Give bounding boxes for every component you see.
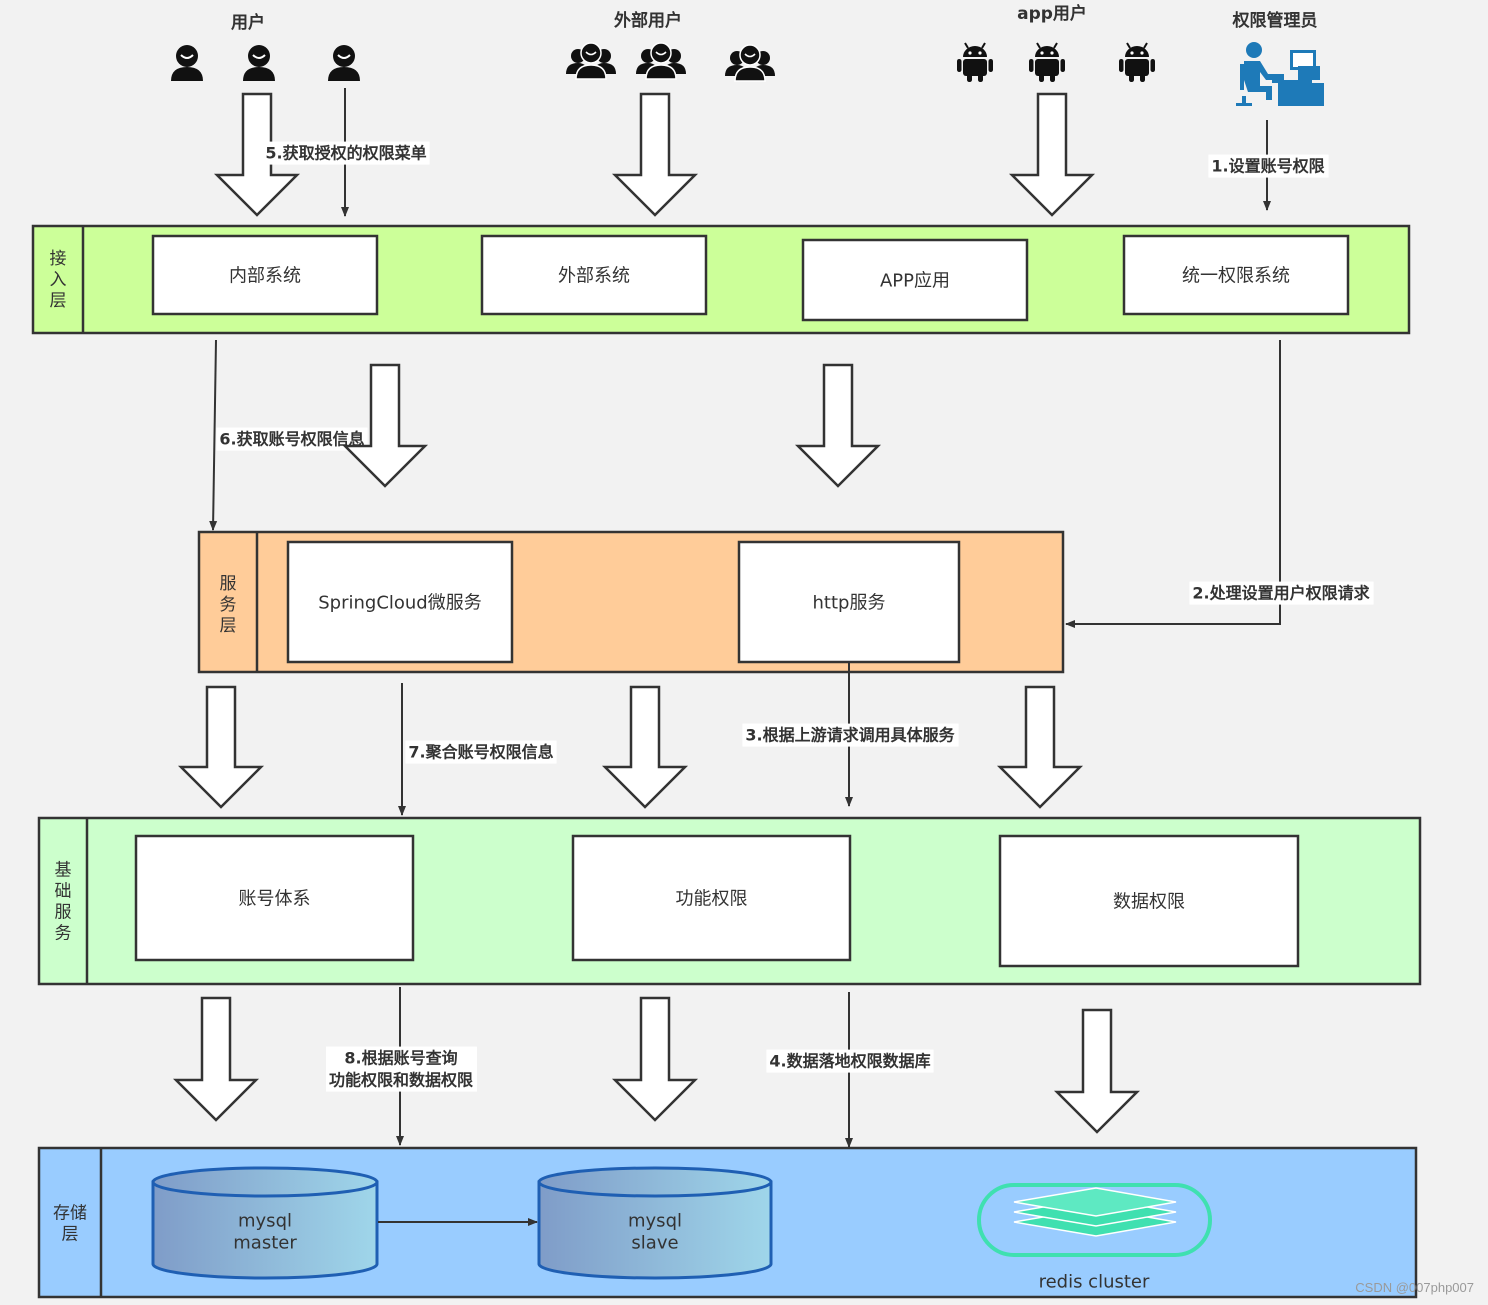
flow-arrow-service-base-1 <box>177 685 265 809</box>
flow-arrow-base-storage-1 <box>172 996 260 1122</box>
admin-title: 权限管理员 <box>1232 10 1318 31</box>
svg-text:用户: 用户 <box>231 12 265 33</box>
flow-arrow-app <box>1008 92 1096 217</box>
step1-label: 1.设置账号权限 <box>1208 154 1329 178</box>
http-service-box <box>737 540 961 664</box>
svg-text:http服务: http服务 <box>813 592 886 613</box>
step8-label: 8.根据账号查询功能权限和数据权限 <box>325 1046 477 1092</box>
function-permission-box <box>571 834 852 962</box>
app-users-title: app用户 <box>1017 3 1087 24</box>
svg-text:外部系统: 外部系统 <box>558 265 630 286</box>
svg-text:服务层: 服务层 <box>220 574 237 636</box>
user-group-icon <box>635 42 687 80</box>
svg-text:统一权限系统: 统一权限系统 <box>1182 265 1290 286</box>
svg-text:接入层: 接入层 <box>50 249 67 311</box>
svg-text:5.获取授权的权限菜单: 5.获取授权的权限菜单 <box>265 144 426 163</box>
flow-arrow-service-base-3 <box>996 685 1084 809</box>
redis-icon <box>977 1183 1212 1257</box>
base-layer-title: 基础服务 <box>55 860 72 943</box>
function-permission-box-label: 功能权限 <box>676 888 748 909</box>
app-box <box>801 238 1029 322</box>
svg-text:SpringCloud微服务: SpringCloud微服务 <box>318 592 482 613</box>
mysql-master-db <box>151 1166 379 1280</box>
user-icon <box>170 44 204 82</box>
android-icon <box>1028 42 1066 83</box>
android-icon <box>1118 42 1156 83</box>
svg-text:1.设置账号权限: 1.设置账号权限 <box>1211 157 1325 176</box>
flow-arrow-service-base-2 <box>601 685 689 809</box>
step7-label: 7.聚合账号权限信息 <box>405 740 557 764</box>
svg-text:3.根据上游请求调用具体服务: 3.根据上游请求调用具体服务 <box>745 726 955 745</box>
admin-at-desk-icon <box>1236 42 1324 106</box>
watermark: CSDN @007php007 <box>1355 1280 1474 1295</box>
svg-text:数据权限: 数据权限 <box>1113 891 1185 912</box>
external-system-box <box>480 234 708 316</box>
redis-cluster-label: redis cluster <box>1039 1271 1150 1292</box>
account-system-box <box>134 834 415 962</box>
svg-text:APP应用: APP应用 <box>880 270 950 291</box>
svg-text:app用户: app用户 <box>1017 3 1087 24</box>
account-system-box-label: 账号体系 <box>239 888 311 909</box>
flow-arrow-access-service-2 <box>794 363 882 488</box>
svg-text:4.数据落地权限数据库: 4.数据落地权限数据库 <box>769 1052 930 1071</box>
svg-text:功能权限: 功能权限 <box>676 888 748 909</box>
data-permission-box-label: 数据权限 <box>1113 891 1185 912</box>
svg-text:账号体系: 账号体系 <box>239 888 311 909</box>
step4-label: 4.数据落地权限数据库 <box>766 1049 934 1073</box>
svg-text:基础服务: 基础服务 <box>55 860 72 943</box>
internal-system-box-label: 内部系统 <box>229 265 301 286</box>
svg-text:8.根据账号查询功能权限和数据权限: 8.根据账号查询功能权限和数据权限 <box>329 1049 474 1090</box>
step5-label: 5.获取授权的权限菜单 <box>262 141 430 165</box>
step3-label: 3.根据上游请求调用具体服务 <box>742 723 959 747</box>
android-icon <box>956 42 994 83</box>
user-icon <box>242 44 276 82</box>
external-users-title: 外部用户 <box>614 10 682 31</box>
svg-text:存储层: 存储层 <box>53 1203 87 1244</box>
user-icon <box>327 44 361 82</box>
svg-text:redis cluster: redis cluster <box>1039 1271 1150 1292</box>
flow-arrow-users <box>213 92 301 217</box>
external-system-box-label: 外部系统 <box>558 265 630 286</box>
svg-text:内部系统: 内部系统 <box>229 265 301 286</box>
access-layer-title: 接入层 <box>50 249 67 311</box>
user-group-icon <box>724 44 776 82</box>
unified-permission-box-label: 统一权限系统 <box>1182 265 1290 286</box>
springcloud-box <box>286 540 514 664</box>
flow-arrow-access-service-1 <box>341 363 429 488</box>
user-group-icon <box>565 42 617 80</box>
service-layer-title: 服务层 <box>220 574 237 636</box>
step6-label: 6.获取账号权限信息 <box>216 427 368 451</box>
svg-text:7.聚合账号权限信息: 7.聚合账号权限信息 <box>408 743 553 762</box>
flow-arrow-base-storage-3 <box>1053 1008 1141 1134</box>
step2-label: 2.处理设置用户权限请求 <box>1189 581 1374 605</box>
data-permission-box <box>998 834 1300 968</box>
step6-line <box>209 339 218 531</box>
svg-text:2.处理设置用户权限请求: 2.处理设置用户权限请求 <box>1192 584 1370 603</box>
svg-text:权限管理员: 权限管理员 <box>1232 10 1318 31</box>
users-title: 用户 <box>231 12 265 33</box>
mysql-slave-db <box>537 1166 773 1280</box>
svg-text:6.获取账号权限信息: 6.获取账号权限信息 <box>219 430 364 449</box>
step2-line <box>1065 340 1281 628</box>
internal-system-box <box>151 234 379 316</box>
http-service-box-label: http服务 <box>813 592 886 613</box>
springcloud-box-label: SpringCloud微服务 <box>318 592 482 613</box>
flow-arrow-base-storage-2 <box>611 996 699 1122</box>
storage-layer-title: 存储层 <box>53 1203 87 1244</box>
svg-text:外部用户: 外部用户 <box>614 10 682 31</box>
flow-arrow-external <box>611 92 699 217</box>
unified-permission-box <box>1122 234 1350 316</box>
app-box-label: APP应用 <box>880 270 950 291</box>
